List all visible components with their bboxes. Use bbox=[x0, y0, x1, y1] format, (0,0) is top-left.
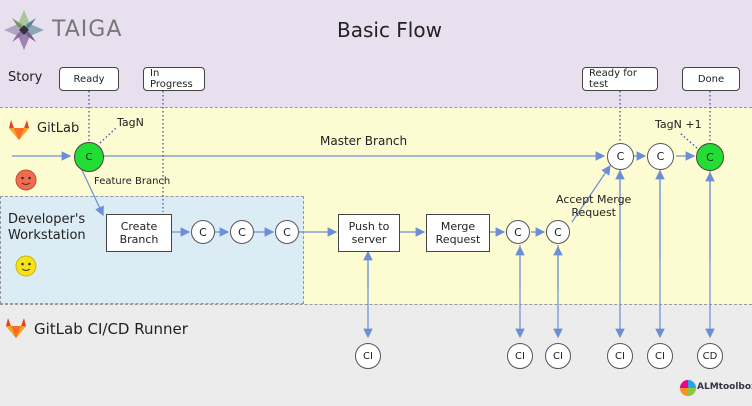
commit-node-dev-2: C bbox=[230, 220, 254, 244]
commit-node-master-1: C bbox=[607, 143, 634, 170]
almtoolbox-logo-icon bbox=[679, 379, 697, 397]
tag-ready: Ready bbox=[59, 67, 119, 91]
push-to-server-box: Push to server bbox=[338, 214, 400, 252]
commit-node-tag: C bbox=[696, 143, 724, 171]
commit-node-dev-1: C bbox=[191, 220, 215, 244]
tag-in-progress: In Progress bbox=[143, 67, 205, 91]
tag-ready-for-test: Ready for test bbox=[582, 67, 658, 91]
brand-name: TAIGA bbox=[52, 17, 123, 42]
taiga-logo-icon bbox=[4, 10, 44, 50]
runner-lane-label: GitLab CI/CD Runner bbox=[34, 320, 188, 338]
tagn-annotation: TagN bbox=[117, 116, 144, 129]
gitlab-lane-label: GitLab bbox=[37, 121, 80, 136]
commit-node-mr-1: C bbox=[506, 220, 530, 244]
feature-branch-arrow bbox=[81, 169, 104, 217]
commit-node-initial: C bbox=[74, 142, 104, 172]
ci-node-mr-2: CI bbox=[545, 343, 571, 369]
commit-node-mr-2: C bbox=[546, 220, 570, 244]
master-branch-label: Master Branch bbox=[320, 134, 408, 148]
gitlab-runner-logo-icon bbox=[6, 318, 26, 338]
diagram-title: Basic Flow bbox=[337, 18, 442, 42]
commit-node-dev-3: C bbox=[275, 220, 299, 244]
commit-node-master-2: C bbox=[647, 143, 674, 170]
merge-request-box: Merge Request bbox=[426, 214, 490, 252]
tag-done: Done bbox=[682, 67, 740, 91]
ci-node-master-2: CI bbox=[647, 343, 673, 369]
gitlab-logo-icon bbox=[9, 120, 29, 140]
accept-merge-label: Accept Merge Request bbox=[556, 193, 632, 220]
ci-node-master-1: CI bbox=[607, 343, 633, 369]
feature-branch-label: Feature Branch bbox=[94, 176, 171, 187]
accept-merge-arrow bbox=[571, 165, 611, 223]
story-lane-label: Story bbox=[8, 70, 43, 85]
tagn-plus-annotation: TagN +1 bbox=[655, 118, 702, 131]
almtoolbox-logo-text: ALMtoolbox bbox=[697, 382, 752, 392]
dev-lane-label: Developer's Workstation bbox=[8, 212, 86, 244]
cd-node: CD bbox=[697, 343, 723, 369]
gitlab-smiley-icon bbox=[15, 169, 37, 191]
ci-node-mr-1: CI bbox=[507, 343, 533, 369]
create-branch-box: Create Branch bbox=[106, 214, 172, 252]
developer-smiley-icon bbox=[15, 255, 37, 277]
ci-node-push: CI bbox=[355, 343, 381, 369]
